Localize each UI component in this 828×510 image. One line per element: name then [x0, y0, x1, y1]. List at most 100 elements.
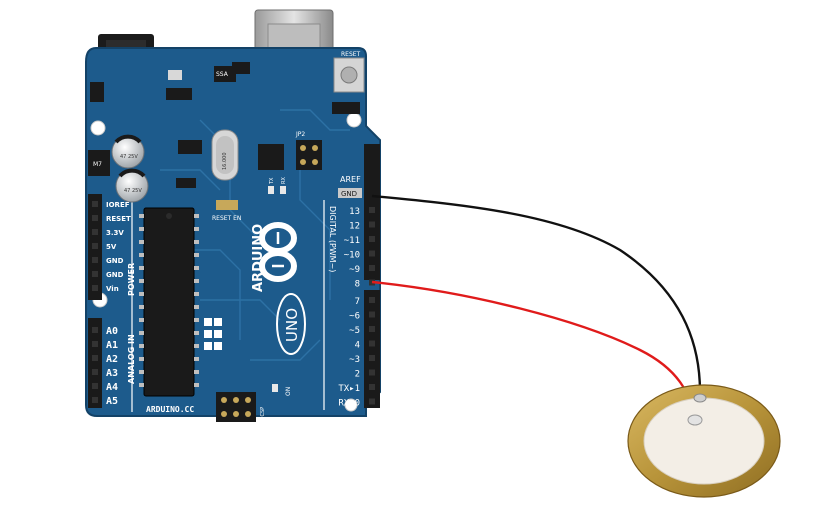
digital-pin-label: 2 [355, 370, 360, 380]
analog-section-label: ANALOG IN [127, 334, 136, 384]
reset-en-label: RESET EN [212, 215, 241, 222]
digital-pin-holes [369, 207, 375, 405]
icsp-label: ICSP [260, 407, 266, 418]
power-pin-label: IOREF [106, 201, 130, 209]
header-pin [369, 326, 375, 332]
header-pin [369, 297, 375, 303]
usb-interface-chip [258, 144, 284, 170]
chip-pin [194, 279, 199, 283]
on-label: ON [285, 387, 292, 396]
header-pin [92, 215, 98, 221]
header-pin [369, 265, 375, 271]
icsp-header [216, 392, 256, 422]
header-pin [369, 384, 375, 390]
certification-marks [204, 318, 222, 350]
header-pin [92, 397, 98, 403]
header-pin [369, 207, 375, 213]
header-pin [369, 311, 375, 318]
header-pin [92, 243, 98, 249]
chip-pin [194, 214, 199, 218]
reset-button[interactable] [333, 57, 365, 93]
header-pin [92, 355, 98, 361]
arduino-logo [259, 222, 297, 282]
header-pin [92, 327, 98, 333]
chip-pin [194, 227, 199, 231]
header-pin [92, 341, 98, 347]
digital-pin-label: 12 [349, 222, 360, 232]
diode-label: M7 [93, 161, 102, 168]
digital-pin-label: RX◂0 [338, 399, 360, 409]
crystal [211, 129, 239, 181]
analog-pin-label: A0 [106, 326, 118, 337]
header-pin [92, 285, 98, 291]
header-pin [369, 369, 375, 376]
digital-pin-label: 4 [355, 341, 360, 351]
digital-header-lower [364, 290, 380, 408]
tx-led-label: TX [269, 177, 275, 185]
digital-pin-label: 13 [349, 207, 360, 217]
chip-pin [194, 240, 199, 244]
digital-pin-label: ~9 [349, 265, 360, 275]
capacitor-2 [115, 168, 149, 203]
chip-pin [139, 370, 144, 374]
header-pin [92, 369, 98, 375]
uno-badge [276, 293, 306, 355]
analog-header [88, 318, 102, 408]
chip-pin [194, 344, 199, 348]
chip-pin [194, 383, 199, 387]
rx-led-label: RX [281, 177, 287, 184]
chip-pin [194, 357, 199, 361]
chip-pin [139, 227, 144, 231]
crystal-label: 16.000 [222, 153, 228, 171]
digital-pin-label: ~3 [349, 355, 360, 365]
power-pin-label: RESET [106, 215, 131, 223]
power-pin-label: GND [106, 257, 124, 265]
header-pin [92, 201, 98, 207]
digital-pin-label: TX▸1 [338, 384, 360, 394]
chip-pin [139, 214, 144, 218]
digital-pin-label: ~10 [344, 251, 360, 261]
header-pin [369, 340, 375, 347]
tx-rx-leds [268, 186, 286, 194]
chip-pin [139, 318, 144, 322]
header-pin [369, 355, 375, 361]
analog-pin-label: A2 [106, 354, 118, 365]
capacitor-1 [111, 134, 145, 169]
digital-pin-label: ~11 [344, 236, 360, 246]
reset-en-pad [216, 200, 238, 210]
digital-pin-label: ~6 [349, 312, 360, 322]
analog-pin-label: A5 [106, 396, 118, 407]
chip-pin [139, 253, 144, 257]
digital-section-label: DIGITAL (PWM~) [328, 206, 337, 272]
header-pin [92, 229, 98, 235]
regulator-label: SSA [216, 71, 229, 78]
power-pin-label: 5V [106, 243, 117, 251]
jp2-header [296, 140, 322, 170]
brand-label: ARDUINO [251, 224, 266, 292]
capacitor-1-label: 47 25V [120, 154, 138, 160]
chip-pin [194, 292, 199, 296]
piezo-buzzer [627, 384, 781, 498]
chip-pin [139, 292, 144, 296]
chip-pin [139, 357, 144, 361]
header-pin [92, 271, 98, 277]
power-pin-label: Vin [106, 285, 119, 293]
chip-pin [139, 266, 144, 270]
capacitor-2-label: 47 25V [124, 188, 142, 194]
black-wire [371, 194, 702, 393]
jp2-label: JP2 [295, 131, 305, 138]
model-label: UNO [283, 308, 301, 342]
header-pin [92, 383, 98, 389]
chip-pin [194, 331, 199, 335]
chip-pin [194, 305, 199, 309]
chip-pin [194, 266, 199, 270]
power-section-label: POWER [127, 263, 136, 296]
atmega-microcontroller [139, 207, 199, 397]
chip-pin [194, 253, 199, 257]
analog-pin-label: A3 [106, 368, 118, 379]
gnd-label: GND [341, 190, 357, 198]
power-pin-label: GND [106, 271, 124, 279]
